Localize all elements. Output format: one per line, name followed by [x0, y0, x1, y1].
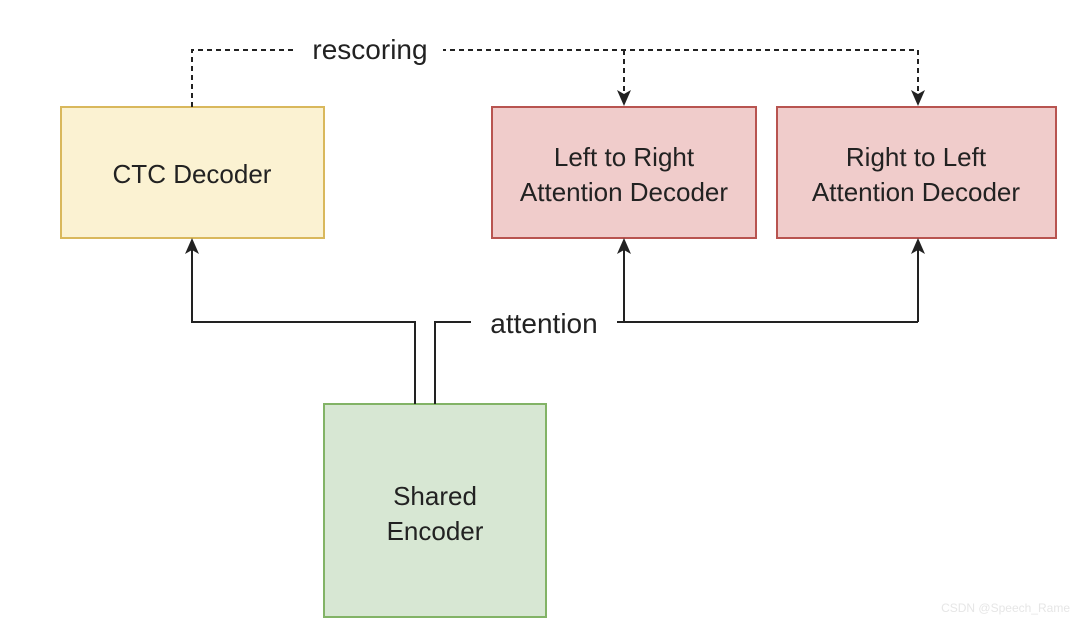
r2l-decoder-label-line2: Attention Decoder	[812, 177, 1020, 207]
ctc-decoder-label: CTC Decoder	[113, 159, 272, 189]
ctc-decoder-node: CTC Decoder	[60, 106, 325, 239]
encoder-to-attention-edge	[434, 321, 918, 404]
shared-encoder-label-line1: Shared	[393, 481, 477, 511]
watermark-text: CSDN @Speech_Rame	[941, 601, 1070, 615]
ctc-decoder-box	[60, 106, 325, 239]
l2r-arrowhead	[617, 238, 631, 254]
l2r-decoder-label-line2: Attention Decoder	[520, 177, 728, 207]
encoder-to-ctc-edge	[191, 242, 416, 404]
rescoring-r2l-arrowhead	[911, 90, 925, 106]
shared-encoder-label-line2: Encoder	[387, 516, 484, 546]
r2l-arrowhead	[911, 238, 925, 254]
shared-encoder-node: Shared Encoder	[323, 403, 547, 618]
attention-label-bg	[471, 306, 617, 340]
l2r-decoder-box	[491, 106, 757, 239]
shared-encoder-box	[323, 403, 547, 618]
rescoring-l2r-arrowhead	[617, 90, 631, 106]
rescoring-edge	[191, 49, 918, 107]
r2l-decoder-box	[776, 106, 1057, 239]
l2r-decoder-label-line1: Left to Right	[554, 142, 695, 172]
attention-label: attention	[490, 308, 597, 339]
rescoring-label-bg	[297, 32, 443, 68]
r2l-decoder-node: Right to Left Attention Decoder	[776, 106, 1057, 239]
l2r-decoder-node: Left to Right Attention Decoder	[491, 106, 757, 239]
rescoring-label: rescoring	[312, 34, 427, 65]
r2l-decoder-label-line1: Right to Left	[846, 142, 987, 172]
ctc-arrowhead	[185, 238, 199, 254]
